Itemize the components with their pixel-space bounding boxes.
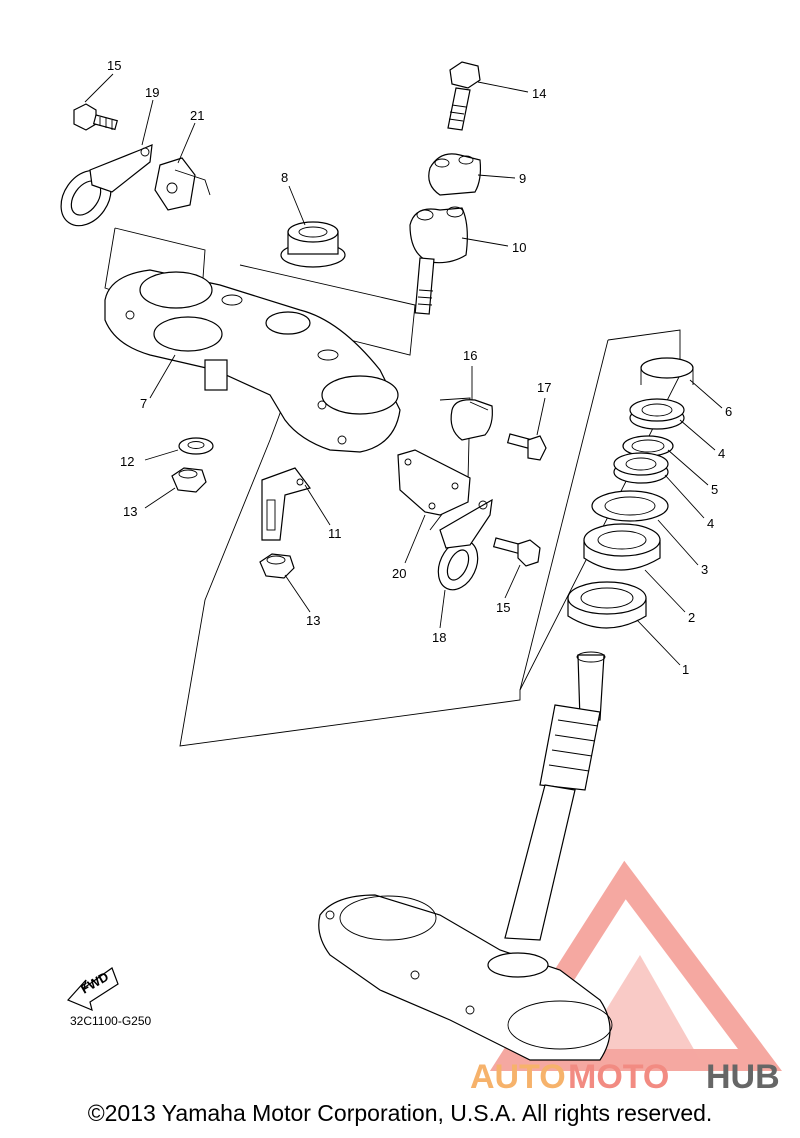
callout-4-upper: 4 [718, 446, 725, 461]
upper-bracket-7 [104, 269, 401, 453]
watermark-hub: HUB [706, 1058, 780, 1096]
callout-15-lower: 15 [496, 600, 510, 615]
callout-2: 2 [688, 610, 695, 625]
nut-13-left [171, 467, 207, 493]
bearing-1 [567, 581, 647, 629]
callout-13-lower: 13 [306, 613, 320, 628]
callout-12: 12 [120, 454, 134, 469]
callout-6: 6 [725, 404, 732, 419]
copyright-notice: ©2013 Yamaha Motor Corporation, U.S.A. A… [87, 1100, 713, 1126]
callout-17: 17 [537, 380, 551, 395]
bolt-17 [506, 433, 547, 461]
nut-13-lower [259, 553, 295, 579]
steering-stem [504, 651, 606, 941]
callout-numbers: 1 2 3 4 4 5 6 7 8 9 10 11 12 13 13 14 15… [107, 58, 732, 677]
callout-10: 10 [512, 240, 526, 255]
callout-19: 19 [145, 85, 159, 100]
ring-nut-4-upper [629, 398, 685, 430]
cap-nut-8 [280, 221, 346, 268]
fwd-arrow-icon: FWD [66, 967, 119, 1012]
callout-7: 7 [140, 396, 147, 411]
bolt-15-lower [492, 537, 541, 567]
clip-21 [154, 157, 211, 211]
watermark-auto: AUTO [470, 1058, 566, 1096]
diagram-code: 32C1100-G250 [70, 1014, 151, 1028]
ring-bracket-18 [437, 498, 493, 591]
bracket-19 [60, 144, 153, 227]
callout-1: 1 [682, 662, 689, 677]
callout-9: 9 [519, 171, 526, 186]
watermark-moto: MOTO [568, 1058, 669, 1096]
bearing-2 [583, 523, 661, 571]
stay-11 [261, 467, 312, 541]
callout-16: 16 [463, 348, 477, 363]
plate-20 [397, 449, 471, 516]
callout-20: 20 [392, 566, 406, 581]
callout-18: 18 [432, 630, 446, 645]
callout-14: 14 [532, 86, 546, 101]
callout-21: 21 [190, 108, 204, 123]
callout-4-lower: 4 [707, 516, 714, 531]
lower-bracket [318, 894, 613, 1061]
lower-holder-10 [409, 206, 468, 315]
callout-13-left: 13 [123, 504, 137, 519]
clamp-16 [450, 399, 493, 441]
watermark-text: AUTO MOTO HUB [470, 1058, 780, 1096]
bolt-15-top [73, 103, 118, 131]
cover-6 [640, 357, 694, 385]
callout-15-top: 15 [107, 58, 121, 73]
callout-5: 5 [711, 482, 718, 497]
seal-3 [591, 490, 669, 522]
callout-11: 11 [328, 526, 342, 541]
callout-8: 8 [281, 170, 288, 185]
callout-lines [84, 73, 723, 666]
ring-nut-4-lower [613, 452, 669, 484]
upper-holder-9 [428, 153, 482, 196]
bolt-14 [447, 61, 481, 131]
callout-3: 3 [701, 562, 708, 577]
washer-12 [178, 437, 214, 455]
